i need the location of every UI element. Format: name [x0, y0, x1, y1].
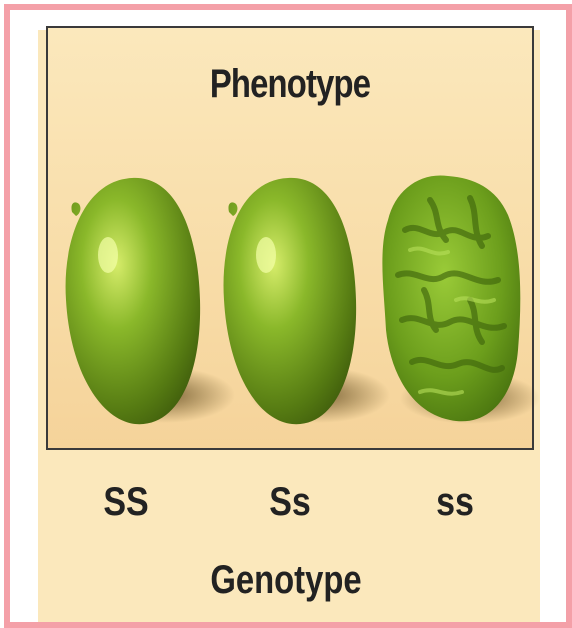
pea-ss-wrinkled — [382, 175, 540, 424]
pea-ss-round — [66, 178, 235, 424]
genotype-ss-recessive: ss — [413, 480, 498, 525]
genotype-ss-dominant: SS — [84, 480, 169, 525]
genotype-title: Genotype — [51, 558, 520, 603]
genotype-ss-heterozygous: Ss — [248, 480, 333, 525]
pea-ss-het-round — [224, 178, 390, 424]
